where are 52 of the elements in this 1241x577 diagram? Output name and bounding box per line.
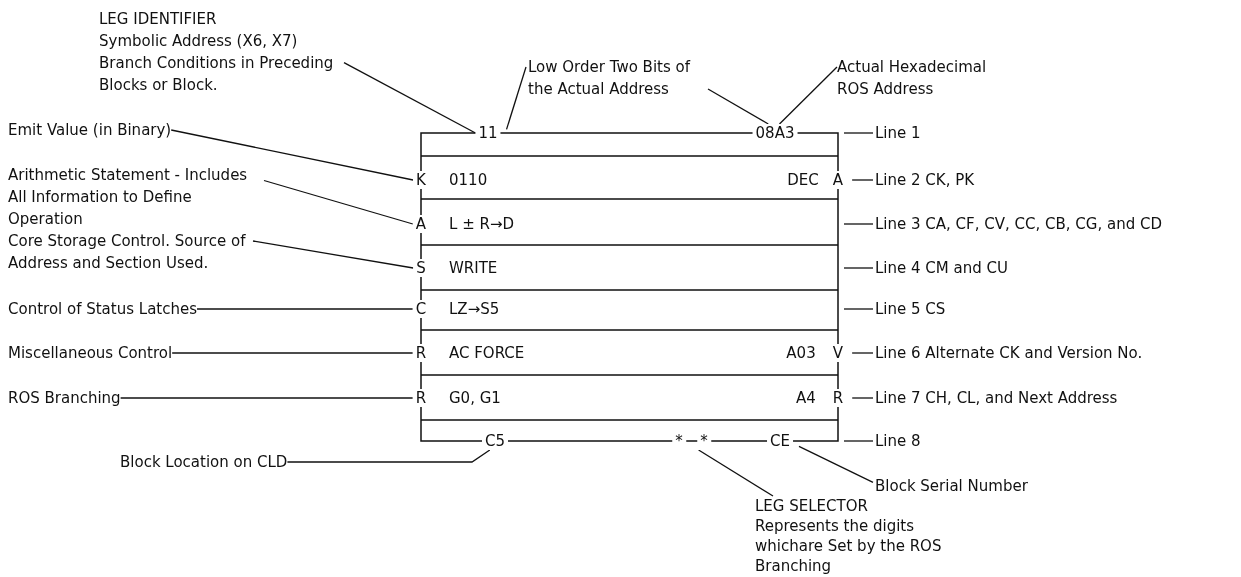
- leader-line: [851, 397, 874, 399]
- line-label: Line 6 Alternate CK and Version No.: [875, 344, 1143, 362]
- line-label: Block Serial Number: [875, 477, 1028, 495]
- callout-text: ROS Branching: [8, 387, 121, 409]
- line-label: Block Location on CLD: [120, 453, 288, 471]
- field-code: *: [697, 432, 711, 450]
- leader-line: [843, 267, 874, 269]
- callout-text: Represents the digits whichare Set by the ROS Branching: [755, 516, 943, 576]
- leader-line: [263, 179, 414, 225]
- callout-text: Core Storage Control. Source of Address and Section Used.: [8, 230, 253, 274]
- line-label: Line 3 CA, CF, CV, CC, CB, CG, and CD: [875, 215, 1162, 233]
- field-code: C5: [482, 432, 508, 450]
- line-label: Line 5 CS: [875, 300, 946, 318]
- leader-line: [505, 66, 527, 131]
- leader-line: [778, 66, 838, 125]
- leader-line: [196, 308, 414, 310]
- callout-text: Emit Value (in Binary): [8, 119, 172, 141]
- line-label: Line 8: [875, 432, 921, 450]
- line-label: Line 7 CH, CL, and Next Address: [875, 389, 1118, 407]
- callout-text: Symbolic Address (X6, X7) Branch Conditions in Preceding Blocks or Block.: [99, 31, 335, 96]
- line-label: Line 4 CM and CU: [875, 259, 1008, 277]
- leader-line: [707, 88, 769, 125]
- line-label: Line 2 CK, PK: [875, 171, 975, 189]
- field-value: L ± R→D: [449, 215, 514, 233]
- leader-line: [843, 132, 874, 134]
- callout-text: Low Order Two Bits of the Actual Address: [528, 56, 708, 100]
- line-label: Line 1: [875, 124, 921, 142]
- leader-line: [843, 223, 874, 225]
- leader-line: [843, 440, 874, 442]
- field-value: 0110: [449, 171, 488, 189]
- callout-heading: LEG IDENTIFIER: [99, 9, 218, 30]
- callout-text: Arithmetic Statement - Includes All Information to Define Operation: [8, 164, 264, 230]
- leader-line: [851, 179, 874, 181]
- field-code: K: [413, 171, 429, 189]
- leader-line: [171, 352, 414, 354]
- field-value: G0, G1: [449, 389, 501, 407]
- field-value: WRITE: [449, 259, 498, 277]
- leader-line: [170, 129, 414, 181]
- leader-line: [286, 449, 491, 463]
- leader-line: [119, 397, 414, 399]
- callout-text: Miscellaneous Control: [8, 342, 173, 364]
- leader-line: [798, 445, 874, 484]
- callout-heading: LEG SELECTOR: [755, 496, 869, 516]
- callout-text: Control of Status Latches: [8, 298, 197, 320]
- leader-line: [697, 449, 774, 497]
- leader-line: [843, 308, 874, 310]
- callout-text: Actual Hexadecimal ROS Address: [837, 56, 1012, 100]
- leader-line: [343, 61, 477, 134]
- field-value: LZ→S5: [449, 300, 500, 318]
- leader-line: [252, 240, 414, 269]
- field-value: AC FORCE: [449, 344, 525, 362]
- leader-line: [851, 352, 874, 354]
